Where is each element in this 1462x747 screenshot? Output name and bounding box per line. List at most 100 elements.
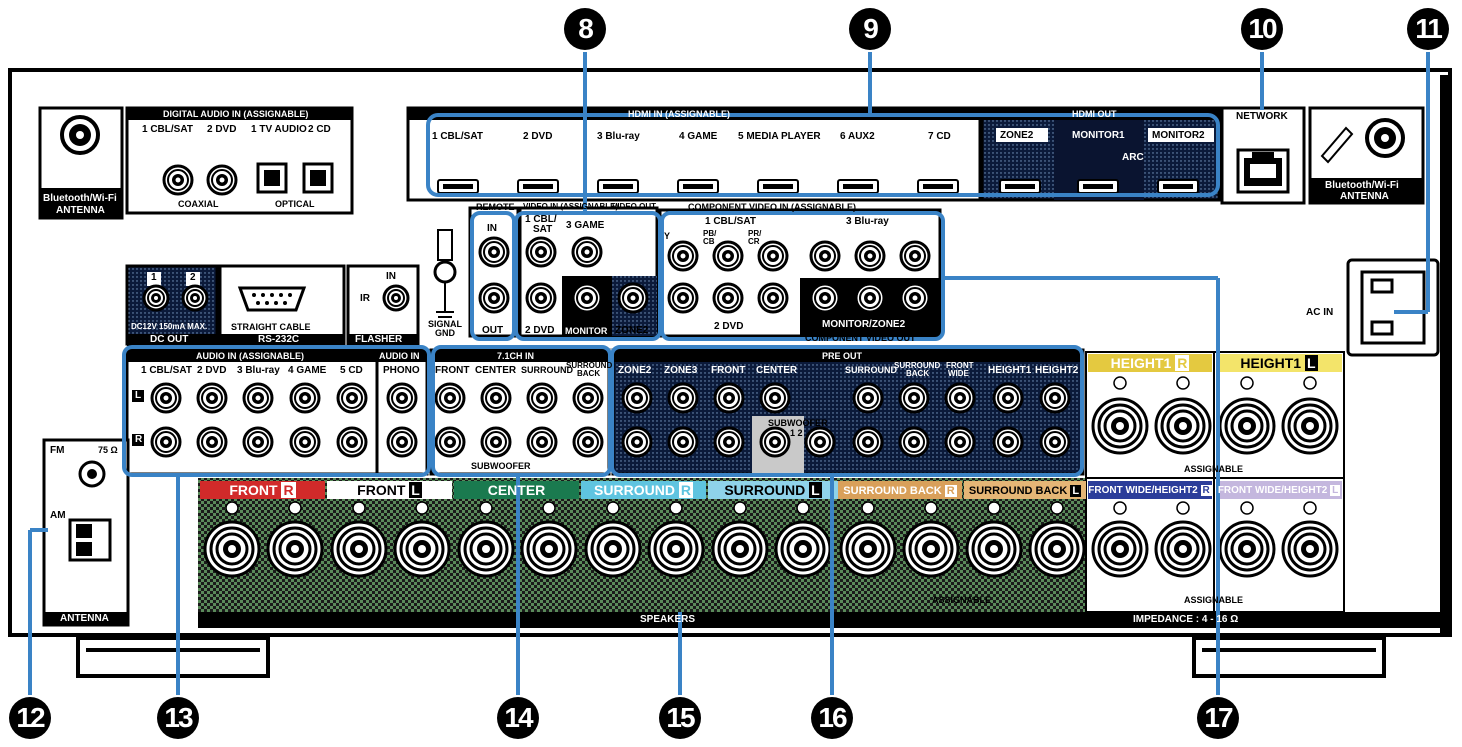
pre-out-sb-label: SURROUND [894,361,941,370]
hdmi-in-6-label: 6 AUX2 [840,131,875,142]
hdmi-in-2-label: 2 DVD [523,131,553,142]
coaxial-label: COAXIAL [178,199,219,209]
flasher-in-label: IN [386,271,396,282]
antenna-label: ANTENNA [60,613,109,624]
digital-audio-header: DIGITAL AUDIO IN (ASSIGNABLE) [163,109,309,119]
rs232c-label: RS-232C [258,334,300,345]
hdmi-out-monitor1-label: MONITOR1 [1072,130,1125,141]
spk-front-r-label: FRONT R [229,482,296,498]
callout-15: 15 [659,697,701,739]
spk-sb-r-label: SURROUND BACK R [843,485,957,497]
component-cb-label: CB [703,237,715,246]
assignable-label-sb: ASSIGNABLE [932,595,992,605]
video-in-cbl-label: 1 CBL/ [525,214,557,225]
callout-16: 16 [811,697,853,739]
hdmi-out-monitor2-label: MONITOR2 [1152,130,1205,141]
digital-in-cbl-label: 1 CBL/SAT [142,124,193,135]
speakers-label: SPEAKERS [640,614,696,625]
am-label: AM [50,510,66,521]
callout-10: 10 [1241,8,1283,50]
spk-r-badge: R [1200,485,1212,496]
fm-ohm-label: 75 Ω [98,445,118,455]
video-in-header: VIDEO IN (ASSIGNABLE) [523,202,619,211]
component-out-group-label: MONITOR/ZONE2 [822,319,906,330]
flasher-ir-label: IR [360,293,370,304]
component-pb-label: PB/ [703,229,717,238]
audio-in-header: AUDIO IN (ASSIGNABLE) [196,351,304,361]
digital-in-cd-label: 2 CD [308,124,331,135]
spk-fw-r-label: FRONT WIDE/HEIGHT2 R [1088,485,1212,496]
pre-out-header: PRE OUT [822,351,863,361]
hdmi-in-7-label: 7 CD [928,131,951,142]
callout-13: 13 [157,697,199,739]
pre-out-height2-label: HEIGHT2 [1035,365,1079,376]
spk-surround-r-label: SURROUND R [594,482,693,498]
pre-out-surround-label: SURROUND [845,365,898,375]
spk-r-badge: R [678,482,693,498]
audio-in-5-label: 5 CD [340,365,363,376]
spk-center-label: CENTER [487,482,546,498]
component-cr-label: CR [748,237,760,246]
video-in-sat-label: SAT [533,224,553,235]
pre-out-center-label: CENTER [756,365,798,376]
spk-r-badge: R [944,485,957,497]
bt-antenna-right-label: Bluetooth/Wi-Fi [1325,180,1399,191]
component-pr-label: PR/ [748,229,762,238]
dc-out-2-label: 2 [190,272,196,283]
spk-l-badge: L [1330,485,1341,496]
bt-antenna-left-label2: ANTENNA [56,205,105,216]
audio-in-phono-label: PHONO [383,365,420,376]
component-header: COMPONENT VIDEO IN (ASSIGNABLE) [688,202,857,212]
video-out-zone2-label: ZONE2 [615,325,649,336]
spk-fw-l-label: FRONT WIDE/HEIGHT2 L [1217,485,1341,496]
pre-out-sb-label2: BACK [906,369,930,378]
bt-antenna-right-label2: ANTENNA [1340,191,1389,202]
spk-height1-l-label: HEIGHT1 L [1240,355,1318,371]
optical-label: OPTICAL [275,199,315,209]
audio-in-header-phono: AUDIO IN [379,351,420,361]
ch71-sb-label: SURROUND [566,361,613,370]
spk-l-badge: L [809,482,822,498]
pre-out-height1-label: HEIGHT1 [988,365,1032,376]
hdmi-in-5-label: 5 MEDIA PLAYER [738,131,821,142]
audio-in-4-label: 4 GAME [288,365,327,376]
pre-out-fw-label2: WIDE [948,369,969,378]
ch71-center-label: CENTER [475,365,517,376]
hdmi-out-arc-label: ARC [1122,152,1144,163]
assignable-label-fw: ASSIGNABLE [1184,595,1244,605]
callout-9: 9 [849,8,891,50]
component-bluray-label: 3 Blu-ray [846,216,889,227]
rs232c-cable-label: STRAIGHT CABLE [231,322,311,332]
impedance-label: IMPEDANCE : 4 - 16 Ω [1133,614,1239,625]
component-cbl-label: 1 CBL/SAT [705,216,756,227]
network-label: NETWORK [1236,111,1288,122]
hdmi-in-header: HDMI IN (ASSIGNABLE) [628,109,730,119]
ac-in-label: AC IN [1306,307,1334,318]
ch71-front-label: FRONT [435,365,470,376]
hdmi-in-1-label: 1 CBL/SAT [432,131,483,142]
hdmi-in-3-label: 3 Blu-ray [597,131,640,142]
spk-front-l-label: FRONT L [357,482,422,498]
ch71-subwoofer-label: SUBWOOFER [471,461,531,471]
spk-sb-l-label: SURROUND BACK L [968,485,1082,497]
pre-out-zone2-label: ZONE2 [618,365,652,376]
video-in-dvd-label: 2 DVD [525,325,555,336]
pre-out-sub-nums: 1 2 [790,428,803,438]
spk-l-badge: L [1305,355,1318,371]
audio-in-1-label: 1 CBL/SAT [141,365,192,376]
callout-14: 14 [497,697,539,739]
pre-out-fw-label: FRONT [946,361,974,370]
callout-17: 17 [1197,697,1239,739]
component-out-label: COMPONENT VIDEO OUT [805,333,916,343]
ch71-header: 7.1CH IN [497,351,535,361]
audio-in-2-label: 2 DVD [197,365,227,376]
spk-r-badge: R [1175,355,1190,371]
callout-8: 8 [564,8,606,50]
assignable-label-height: ASSIGNABLE [1184,464,1244,474]
dc-out-spec-label: DC12V 150mA MAX. [131,322,208,331]
video-in-game-label: 3 GAME [566,220,605,231]
spk-l-badge: L [1070,485,1082,497]
pre-out-zone3-label: ZONE3 [664,365,698,376]
audio-in-r-label: R [135,434,143,445]
